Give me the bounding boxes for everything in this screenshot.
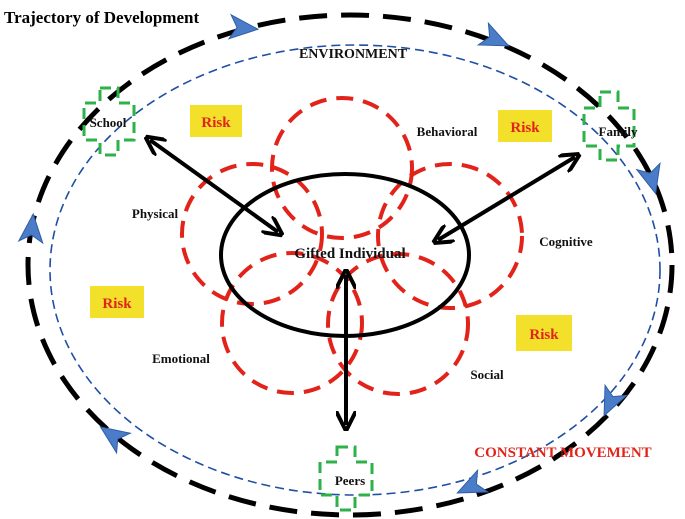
behavioral-circle (270, 96, 414, 240)
school-label: School (90, 115, 127, 130)
cognitive-circle (376, 162, 524, 310)
movement-arrow-icon (17, 212, 44, 245)
constant-movement-label: CONSTANT MOVEMENT (474, 445, 651, 461)
movement-arrows (17, 13, 661, 494)
family-arrow (438, 157, 575, 240)
school-arrow (150, 140, 278, 232)
family-bracket (582, 90, 636, 162)
movement-arrow-icon (99, 426, 132, 455)
center-label: Gifted Individual (294, 246, 405, 262)
movement-arrow-icon (456, 468, 490, 494)
environment-label: ENVIRONMENT (299, 47, 408, 62)
movement-arrow-icon (635, 161, 661, 195)
family-label: Family (599, 124, 638, 139)
physical-label: Physical (132, 206, 179, 221)
risk-box-right: Risk (516, 315, 572, 351)
physical-circle (180, 162, 324, 306)
trajectory-ring (25, 12, 675, 518)
behavioral-label: Behavioral (417, 124, 478, 139)
svg-text:Risk: Risk (510, 120, 540, 136)
risk-box-left: Risk (90, 286, 144, 318)
risk-box-top-left: Risk (190, 105, 242, 137)
social-circle (326, 252, 470, 396)
social-label: Social (470, 367, 504, 382)
diagram-title: Trajectory of Development (4, 8, 199, 27)
movement-arrow-icon (476, 21, 510, 47)
environment-ring (49, 44, 661, 496)
risk-box-top-right: Risk (498, 110, 552, 142)
movement-arrow-icon (603, 383, 629, 417)
svg-text:Risk: Risk (102, 296, 132, 312)
emotional-circle (220, 251, 364, 395)
svg-text:Risk: Risk (529, 327, 559, 343)
svg-text:Risk: Risk (201, 115, 231, 131)
emotional-label: Emotional (152, 351, 210, 366)
peers-bracket (318, 445, 374, 512)
movement-arrow-icon (227, 13, 260, 40)
peers-label: Peers (335, 473, 365, 488)
cognitive-label: Cognitive (539, 234, 593, 249)
